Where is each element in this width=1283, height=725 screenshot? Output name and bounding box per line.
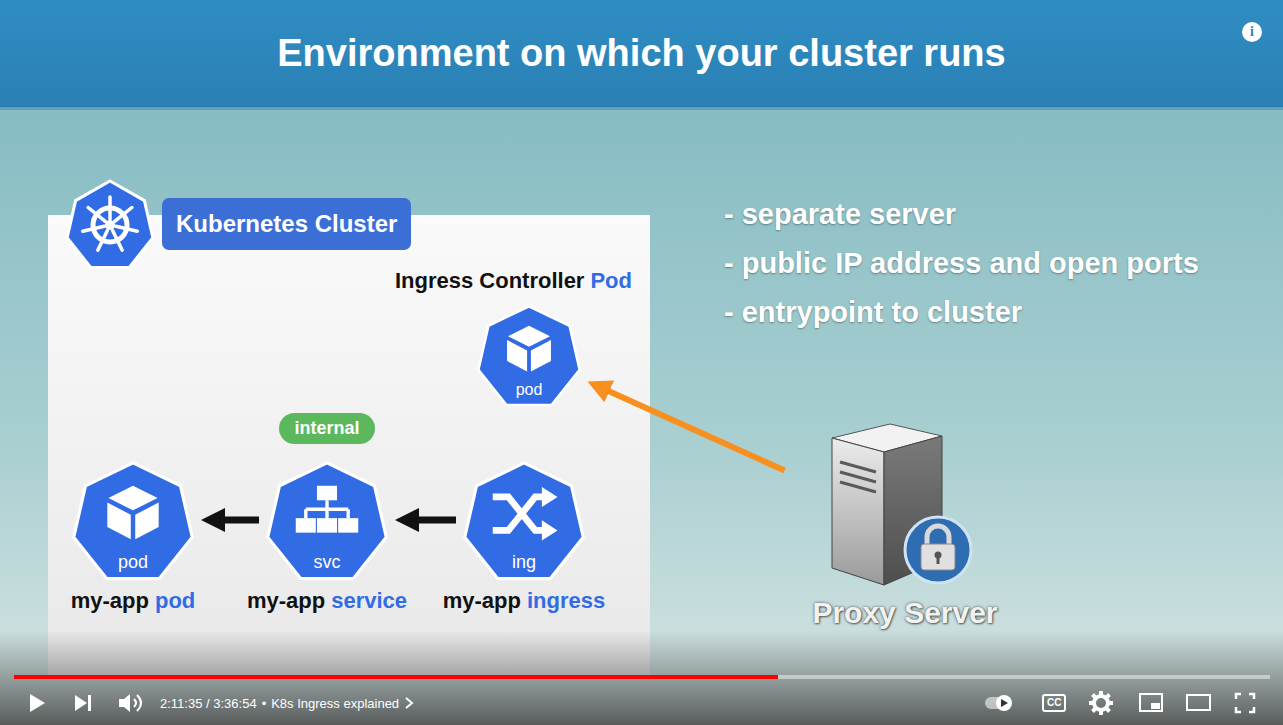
icon-label: pod bbox=[118, 552, 148, 572]
chapter-chevron bbox=[404, 697, 414, 709]
server-label: Proxy Server bbox=[812, 596, 997, 629]
icon-group: pod bbox=[476, 381, 582, 399]
bullet-point: - separate server bbox=[724, 197, 1224, 232]
progress-track bbox=[14, 675, 1270, 679]
bullet-point: - entrypoint to cluster bbox=[724, 295, 1224, 330]
cluster-panel: Ingress ControllerPodpodinternalpodmy-ap… bbox=[48, 215, 650, 675]
cluster-badge: Kubernetes Cluster bbox=[162, 198, 411, 250]
component-name: my-app bbox=[71, 588, 149, 613]
controls-shade bbox=[0, 630, 1283, 725]
band-shadow bbox=[0, 106, 1283, 110]
info-icon: i bbox=[1242, 22, 1262, 42]
icon-group: pod bbox=[71, 552, 195, 573]
component-kind: ingress bbox=[527, 588, 605, 613]
captions-button: CC bbox=[1042, 694, 1066, 712]
info-button: i bbox=[1242, 22, 1262, 42]
connector-arrow bbox=[606, 390, 785, 471]
pod-icon: podmy-apppod bbox=[71, 458, 195, 582]
icon-group: svc bbox=[265, 552, 389, 573]
icon-label: pod bbox=[516, 381, 543, 398]
icon-label: ing bbox=[512, 552, 536, 572]
connector-arrow bbox=[221, 517, 259, 524]
proxy-server: Proxy Server bbox=[790, 420, 1020, 630]
bullet-list: - separate server - public IP address and… bbox=[724, 197, 1224, 343]
connector-arrow bbox=[415, 517, 456, 524]
server-illustration bbox=[790, 420, 1020, 590]
component-kind: service bbox=[331, 588, 407, 613]
bullet-point: - public IP address and open ports bbox=[724, 246, 1224, 281]
ingress-icon: ingmy-appingress bbox=[462, 458, 586, 582]
cluster-panel-ground bbox=[48, 215, 650, 675]
title-bar: Environment on which your cluster runs bbox=[0, 0, 1283, 107]
name-group: my-apppod bbox=[71, 588, 196, 614]
status-label: internal bbox=[279, 413, 374, 444]
component-kind: Pod bbox=[590, 268, 632, 293]
player-time-text: • bbox=[262, 696, 267, 711]
service-icon: svcmy-appservice bbox=[265, 458, 389, 582]
pill-group: internal bbox=[279, 413, 374, 444]
icon-group: ing bbox=[462, 552, 586, 573]
player-time-text: K8s Ingress explained bbox=[271, 696, 399, 711]
pod-icon: Ingress ControllerPodpod bbox=[476, 302, 582, 408]
head-group: Ingress ControllerPod bbox=[395, 268, 632, 294]
icon-label: svc bbox=[314, 552, 341, 572]
time-row: 2:11:35 / 3:36:54 • K8s Ingress explained bbox=[160, 694, 414, 712]
slide-title: Environment on which your cluster runs bbox=[277, 32, 1005, 75]
progress-played bbox=[14, 675, 778, 679]
component-kind: pod bbox=[155, 588, 195, 613]
status-badge: internal bbox=[279, 413, 375, 444]
kubernetes-logo bbox=[67, 181, 153, 268]
captions-icon: CC bbox=[1042, 694, 1066, 712]
player-controls bbox=[30, 691, 1254, 715]
player-time-text: 2:11:35 / 3:36:54 bbox=[160, 696, 257, 711]
component-name: Ingress Controller bbox=[395, 268, 584, 293]
caption-group: Proxy Server bbox=[780, 596, 1030, 630]
slide-ground bbox=[0, 107, 1283, 725]
component-name: my-app bbox=[443, 588, 521, 613]
name-group: my-appingress bbox=[443, 588, 606, 614]
title-band bbox=[0, 0, 1283, 107]
badge-group: Kubernetes Cluster bbox=[162, 198, 411, 250]
name-group: my-appservice bbox=[247, 588, 407, 614]
component-name: my-app bbox=[247, 588, 325, 613]
